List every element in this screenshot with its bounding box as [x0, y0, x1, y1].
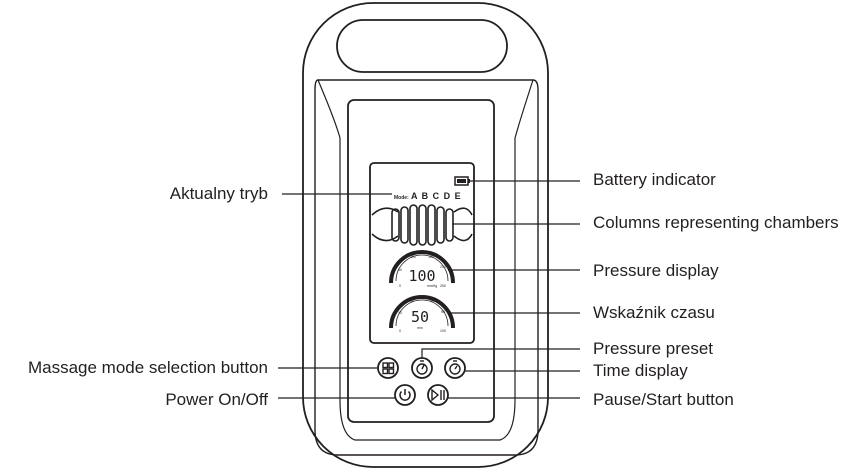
callout-battery-indicator: Battery indicator: [593, 170, 716, 189]
mode-selection-button[interactable]: [377, 357, 399, 379]
pressure-scale-200: 200: [440, 265, 446, 269]
time-scale-90: 90: [441, 310, 445, 314]
pressure-scale-250: 250: [440, 284, 446, 288]
callout-massage-mode-button: Massage mode selection button: [27, 358, 268, 377]
pressure-scale-100: 100: [410, 255, 416, 259]
play-pause-icon: [431, 388, 445, 402]
mode-letters: A B C D E: [411, 191, 462, 201]
time-gauge: 50 min 0 10 30 60 90 100: [389, 295, 455, 333]
time-scale-0: 0: [399, 329, 401, 333]
pause-start-button[interactable]: [427, 384, 449, 406]
timer-icon: [449, 360, 461, 375]
time-scale-60: 60: [430, 299, 434, 303]
device-body: [302, 2, 549, 468]
callout-time-indicator: Wskaźnik czasu: [593, 303, 715, 322]
time-button[interactable]: [444, 357, 466, 379]
callout-pressure-preset: Pressure preset: [593, 339, 713, 358]
mode-label: Mode:: [394, 195, 409, 201]
pressure-scale-60: 60: [398, 268, 402, 272]
callout-power-button: Power On/Off: [165, 390, 268, 409]
battery-icon: [454, 176, 470, 186]
callout-pause-start-button: Pause/Start button: [593, 390, 734, 409]
power-button[interactable]: [394, 384, 416, 406]
callout-current-mode: Aktualny tryb: [169, 184, 268, 203]
device-inner-contour: [314, 79, 539, 456]
time-scale-100: 100: [440, 329, 446, 333]
gauge-icon: [416, 360, 428, 375]
time-unit: min: [417, 326, 423, 330]
callout-time-display: Time display: [593, 361, 688, 380]
power-icon: [399, 389, 411, 401]
grid-icon: [382, 362, 395, 375]
pressure-scale-160: 160: [428, 255, 434, 259]
pressure-gauge: 100 mmHg 0 60 100 160 200 250: [389, 250, 455, 288]
pressure-unit: mmHg: [427, 284, 437, 288]
time-scale-10: 10: [398, 311, 402, 315]
device-handle: [336, 19, 508, 73]
pressure-scale-0: 0: [399, 284, 401, 288]
callout-pressure-display: Pressure display: [593, 261, 719, 280]
time-value: 50: [411, 308, 429, 326]
pressure-preset-button[interactable]: [411, 357, 433, 379]
leader-lines: [278, 180, 580, 399]
time-scale-30: 30: [410, 299, 414, 303]
lcd-screen: [369, 162, 475, 344]
pressure-value: 100: [408, 267, 435, 285]
callout-chamber-columns: Columns representing chambers: [593, 213, 839, 232]
front-panel: [347, 99, 495, 423]
chamber-columns: [371, 204, 473, 246]
